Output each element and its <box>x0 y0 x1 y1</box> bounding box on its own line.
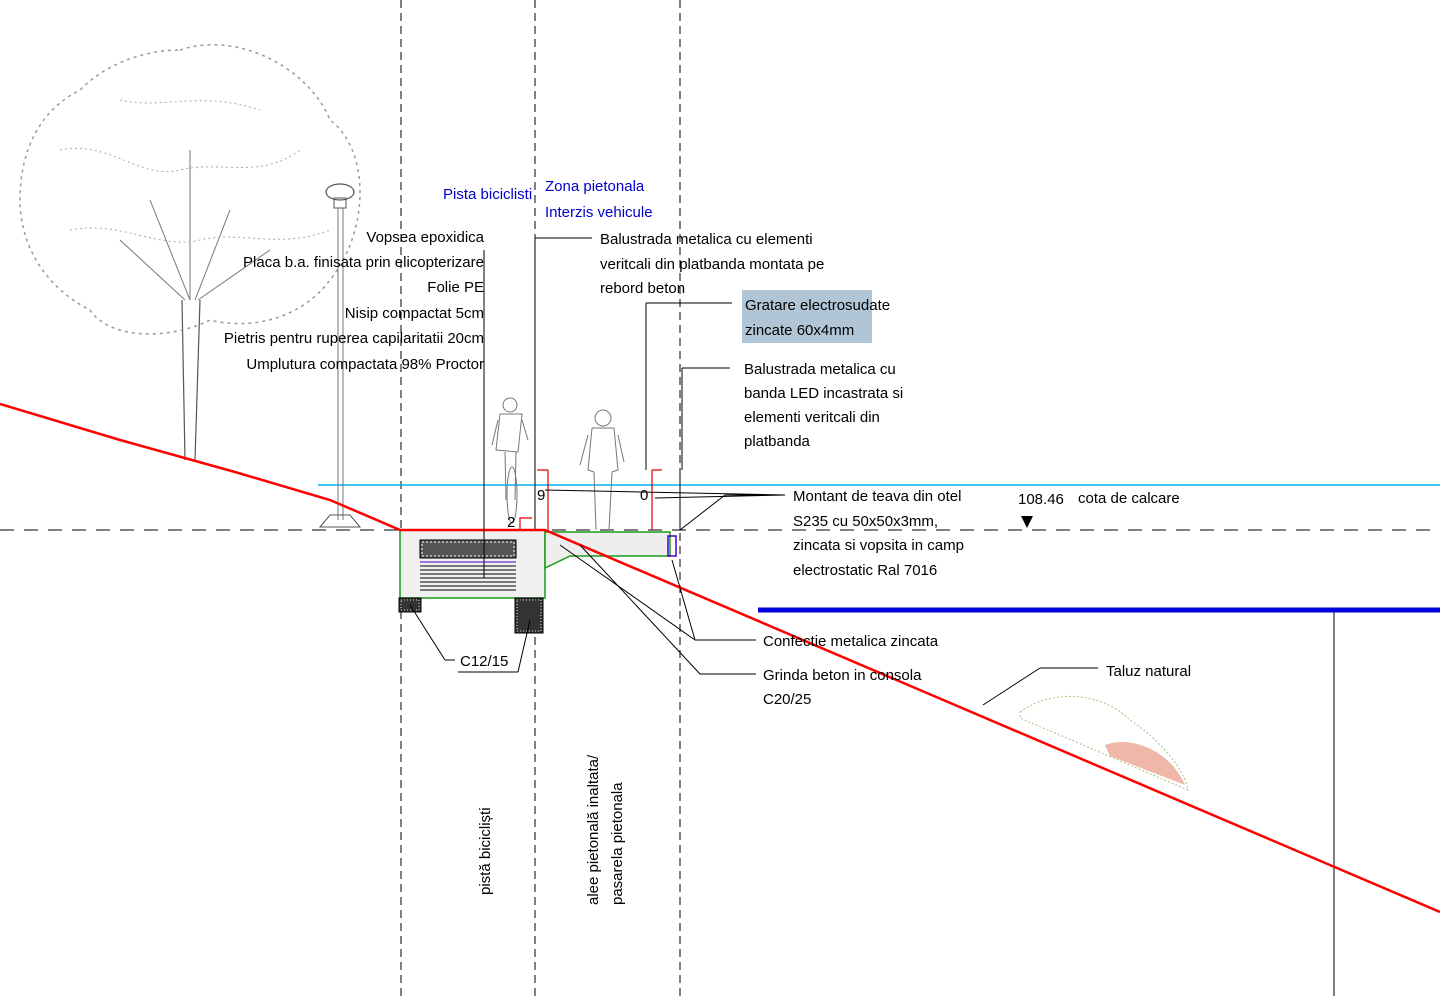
steel-callout: Confectie metalica zincata <box>763 633 939 650</box>
grating-callout: Gratare electrosudate zincate 60x4mm <box>745 297 890 339</box>
layer-item: Vopsea epoxidica <box>366 229 484 246</box>
layer-list: Vopsea epoxidica Placa b.a. finisata pri… <box>224 229 485 373</box>
dim-h3: 0 <box>640 487 648 504</box>
callout-line: banda LED incastrata si <box>744 385 903 402</box>
bike-lane-structure <box>398 529 546 634</box>
beam-callout: Grinda beton in consola C20/25 <box>763 667 922 708</box>
callout-line: Grinda beton in consola <box>763 667 922 684</box>
post-callout: Montant de teava din otel S235 cu 50x50x… <box>793 488 964 579</box>
cantilever-beam <box>544 531 677 570</box>
railing-markers <box>519 469 662 530</box>
layer-item: Umplutura compactata 98% Proctor <box>246 356 484 373</box>
callout-line: Balustrada metalica cu elementi <box>600 231 813 248</box>
concrete-callout: C12/15 <box>460 653 508 670</box>
pedestrian-title-1: Zona pietonala <box>545 178 645 195</box>
bike-lane-title: Pista biciclisti <box>443 186 532 203</box>
callout-line: elementi veritcali din <box>744 409 880 426</box>
leader-lines <box>409 237 1098 706</box>
callout-line: electrostatic Ral 7016 <box>793 562 937 579</box>
callout-line: zincate 60x4mm <box>745 322 854 339</box>
vertical-label-ped-1: alee pietonală inaltata/ <box>585 754 602 905</box>
callout-line: Balustrada metalica cu <box>744 361 896 378</box>
callout-line: Gratare electrosudate <box>745 297 890 314</box>
elevation-value: 108.46 <box>1018 491 1064 508</box>
callout-line: rebord beton <box>600 280 685 297</box>
callout-line: veritcali din platbanda montata pe <box>600 256 824 273</box>
elevation-label: cota de calcare <box>1078 490 1180 507</box>
lamp-post-icon <box>318 183 362 528</box>
layer-item: Nisip compactat 5cm <box>345 305 484 322</box>
railing-posts <box>534 470 681 530</box>
callout-line: platbanda <box>744 433 811 450</box>
callout-line: C20/25 <box>763 691 811 708</box>
vertical-label-bike: pistă bicicliști <box>477 807 494 895</box>
callout-line: Montant de teava din otel <box>793 488 961 505</box>
pedestrian-icon <box>579 409 625 531</box>
railing-1-callout: Balustrada metalica cu elementi veritcal… <box>600 231 824 297</box>
cyclist-icon <box>491 397 529 524</box>
dim-h2: 9 <box>537 487 545 504</box>
layer-item: Pietris pentru ruperea capilaritatii 20c… <box>224 330 484 347</box>
pedestrian-title-2: Interzis vehicule <box>545 204 653 221</box>
ground-line <box>0 402 1440 914</box>
dim-h1: 2 <box>507 514 515 531</box>
layer-item: Placa b.a. finisata prin elicopterizare <box>243 254 484 271</box>
tree-icon <box>19 44 361 461</box>
layer-item: Folie PE <box>427 279 484 296</box>
slope-callout: Taluz natural <box>1106 663 1191 680</box>
callout-line: zincata si vopsita in camp <box>793 537 964 554</box>
grating-highlight <box>742 290 872 343</box>
shrub-icon <box>1019 696 1189 791</box>
callout-line: S235 cu 50x50x3mm, <box>793 513 938 530</box>
railing-2-callout: Balustrada metalica cu banda LED incastr… <box>744 361 903 450</box>
elevation-marker-icon <box>1021 516 1033 528</box>
vertical-label-ped-2: pasarela pietonala <box>609 782 626 905</box>
